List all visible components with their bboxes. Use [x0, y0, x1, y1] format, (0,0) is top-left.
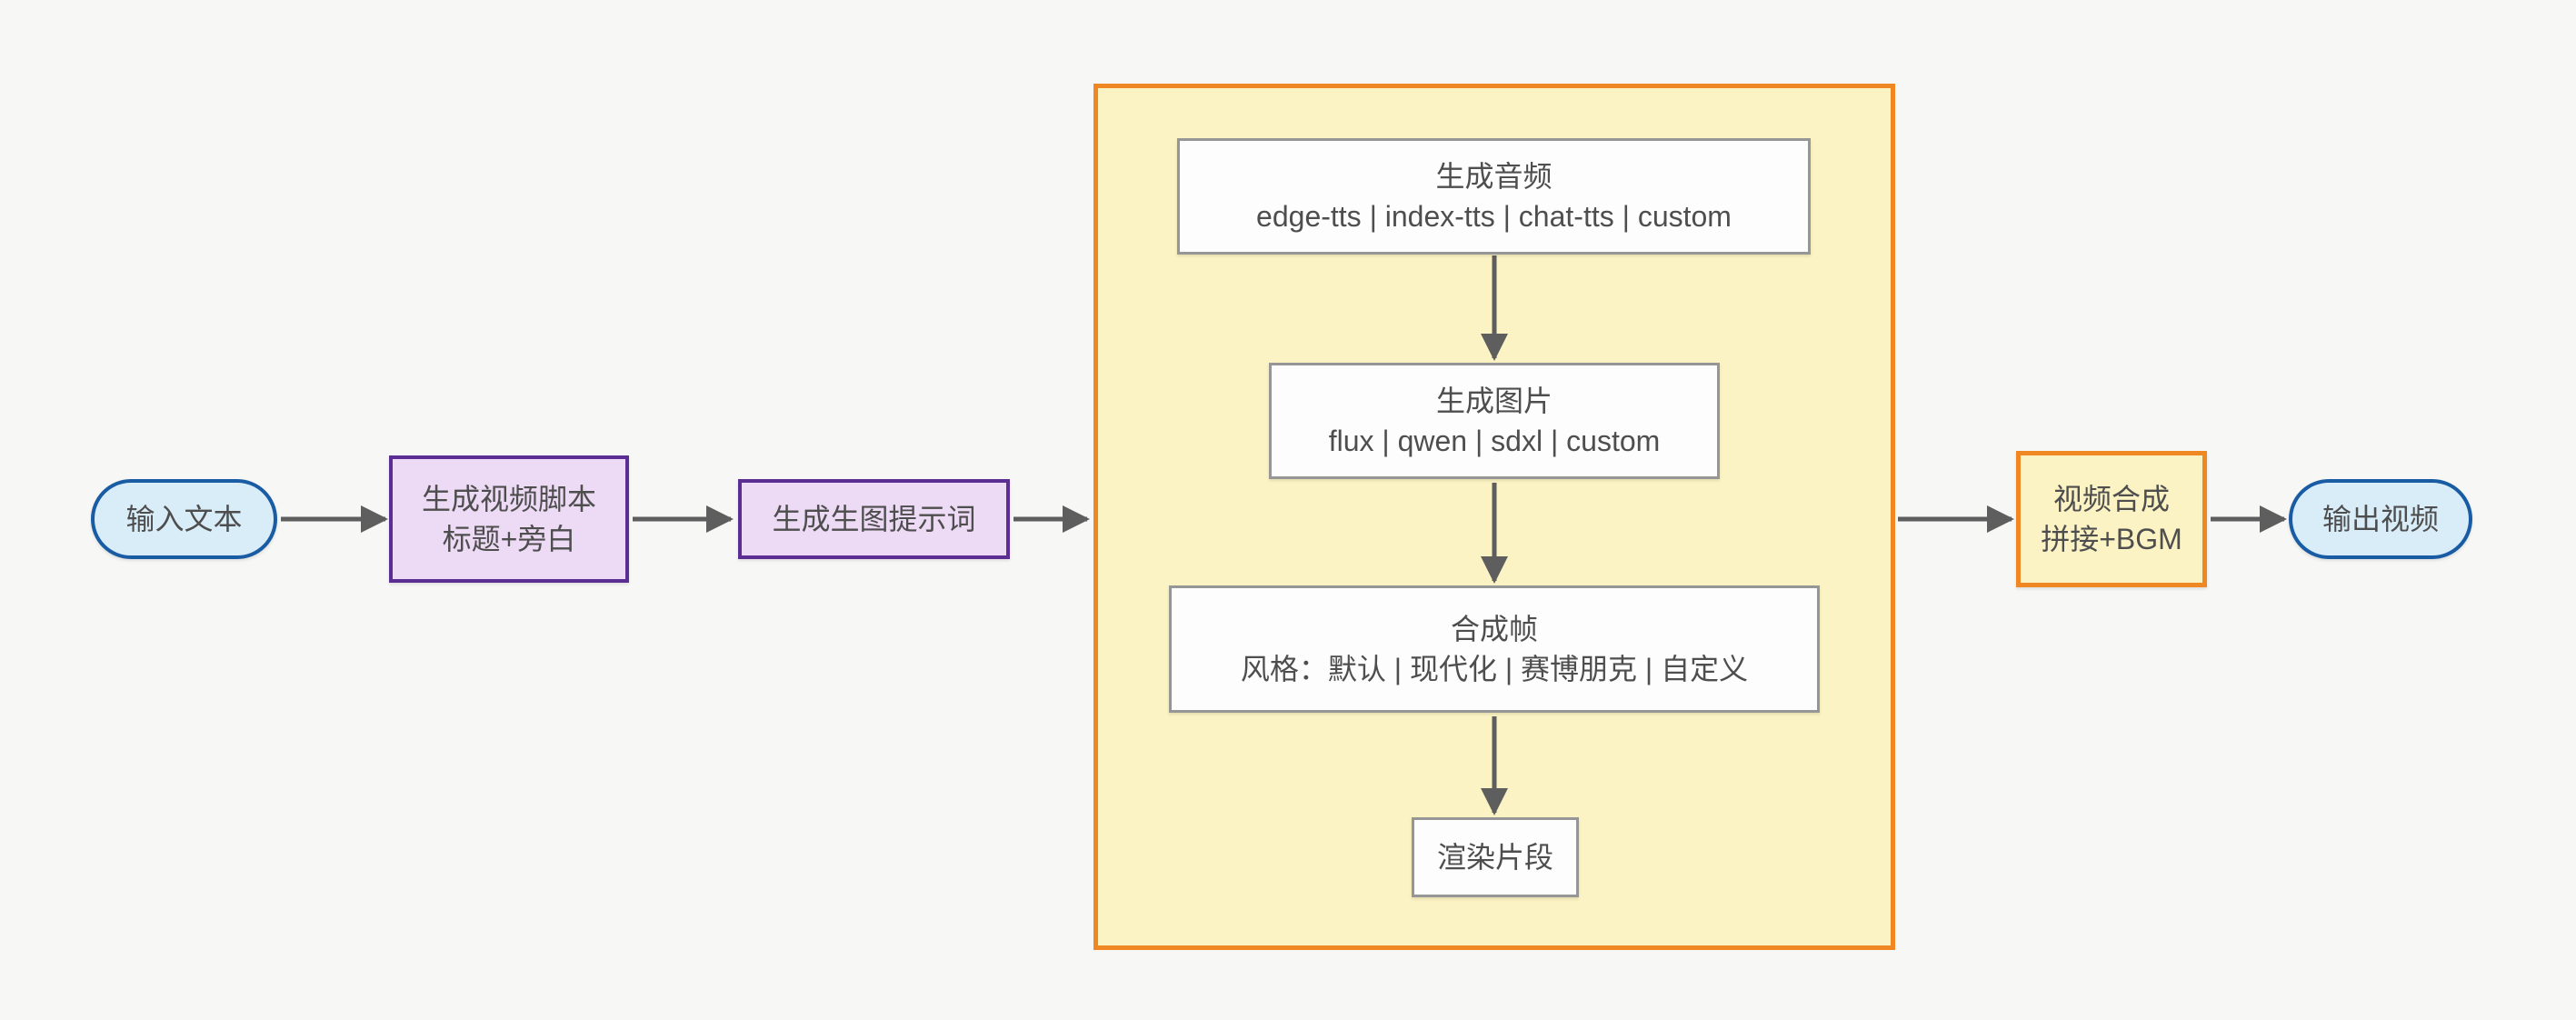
node-compose-frame-title: 合成帧 — [1450, 613, 1538, 645]
node-generate-audio: 生成音频 edge-tts | index-tts | chat-tts | c… — [1177, 138, 1811, 255]
node-generate-image-prompt-label: 生成生图提示词 — [772, 503, 976, 535]
node-generate-image: 生成图片 flux | qwen | sdxl | custom — [1269, 363, 1720, 479]
node-generate-script-subtitle: 标题+旁白 — [442, 523, 576, 555]
node-render-segment-label: 渲染片段 — [1436, 841, 1553, 874]
node-generate-script: 生成视频脚本 标题+旁白 — [389, 455, 629, 583]
node-generate-script-title: 生成视频脚本 — [421, 483, 596, 515]
node-input-text: 输入文本 — [91, 479, 277, 559]
node-input-text-label: 输入文本 — [125, 503, 243, 535]
node-generate-image-title: 生成图片 — [1435, 385, 1553, 417]
node-render-segment: 渲染片段 — [1412, 817, 1579, 897]
node-video-compose-title: 视频合成 — [2052, 483, 2170, 515]
node-compose-frame-options: 风格：默认 | 现代化 | 赛博朋克 | 自定义 — [1240, 653, 1749, 685]
node-compose-frame: 合成帧 风格：默认 | 现代化 | 赛博朋克 | 自定义 — [1169, 585, 1820, 713]
node-video-compose: 视频合成 拼接+BGM — [2016, 451, 2207, 587]
node-generate-image-prompt: 生成生图提示词 — [738, 479, 1010, 559]
node-output-video-label: 输出视频 — [2321, 503, 2439, 535]
node-video-compose-subtitle: 拼接+BGM — [2041, 523, 2182, 555]
node-output-video: 输出视频 — [2289, 479, 2472, 559]
node-generate-audio-options: edge-tts | index-tts | chat-tts | custom — [1256, 200, 1732, 233]
node-generate-audio-title: 生成音频 — [1435, 160, 1553, 193]
node-generate-image-options: flux | qwen | sdxl | custom — [1328, 425, 1661, 457]
